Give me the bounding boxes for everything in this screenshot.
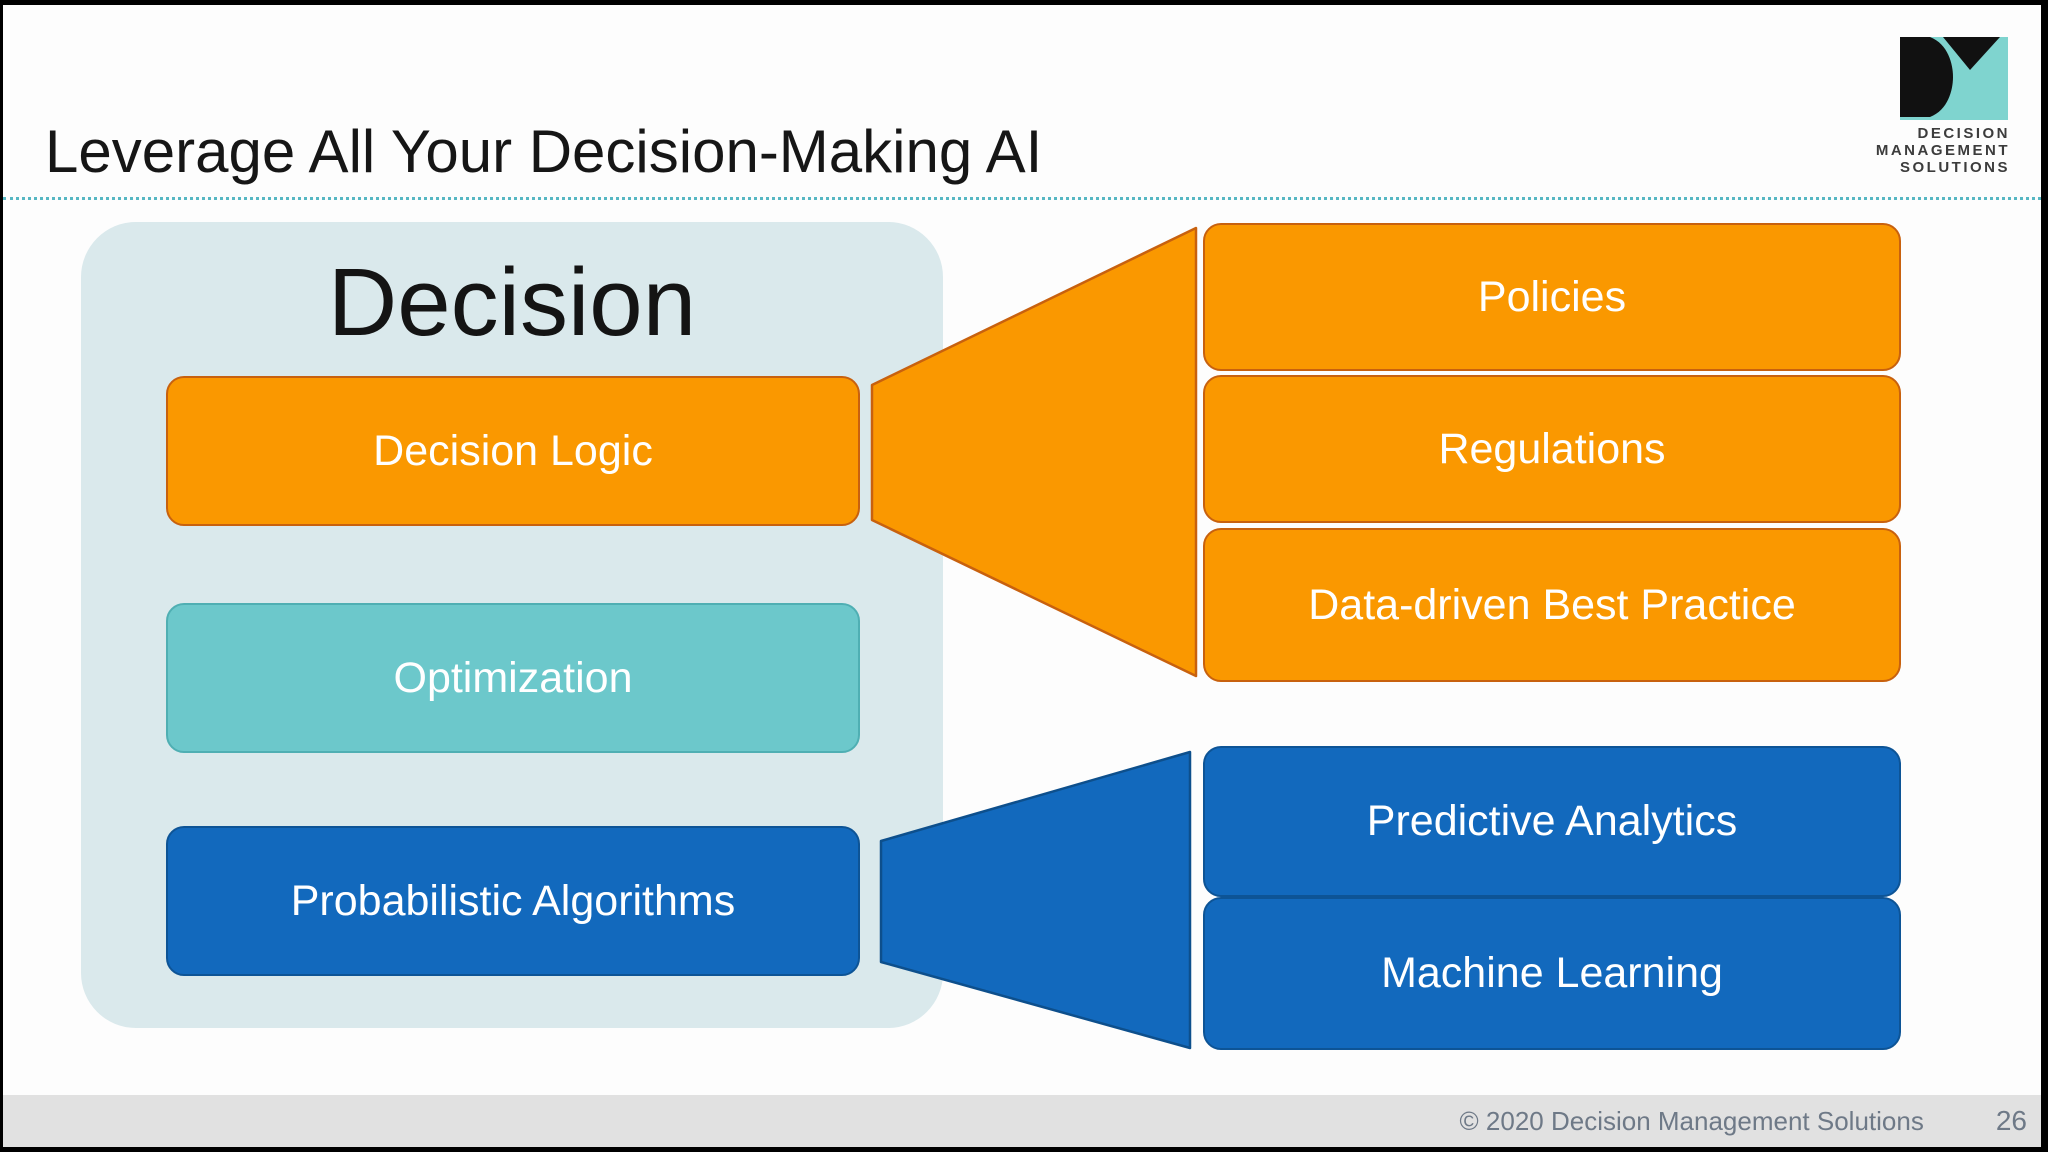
footer-copyright: © 2020 Decision Management Solutions xyxy=(1459,1105,1924,1136)
logo-letter-m xyxy=(1943,37,2000,70)
box-probabilistic-algorithms: Probabilistic Algorithms xyxy=(166,826,860,976)
box-policies: Policies xyxy=(1203,223,1901,371)
footer-page-number: 26 xyxy=(1995,1105,2027,1136)
logo-wordmark: DECISION MANAGEMENT SOLUTIONS xyxy=(1876,125,2010,176)
box-optimization: Optimization xyxy=(166,603,860,753)
dm-logo-icon xyxy=(1900,37,2008,120)
logo-line-2: MANAGEMENT xyxy=(1875,142,2010,159)
slide: Leverage All Your Decision-Making AI DEC… xyxy=(3,5,2041,1147)
logo-letter-d xyxy=(1900,37,1953,117)
footer-bar: © 2020 Decision Management Solutions 26 xyxy=(3,1095,2041,1147)
title-divider-dotted-line xyxy=(3,197,2041,200)
slide-title: Leverage All Your Decision-Making AI xyxy=(45,118,1043,185)
decision-heading: Decision xyxy=(327,249,697,356)
box-regulations: Regulations xyxy=(1203,375,1901,523)
box-machine-learning: Machine Learning xyxy=(1203,897,1901,1050)
logo-line-1: DECISION xyxy=(1917,125,2010,142)
logo-line-3: SOLUTIONS xyxy=(1899,159,2010,176)
box-predictive-analytics: Predictive Analytics xyxy=(1203,746,1901,897)
box-data-driven-best-practice: Data-driven Best Practice xyxy=(1203,528,1901,682)
box-decision-logic: Decision Logic xyxy=(166,376,860,526)
